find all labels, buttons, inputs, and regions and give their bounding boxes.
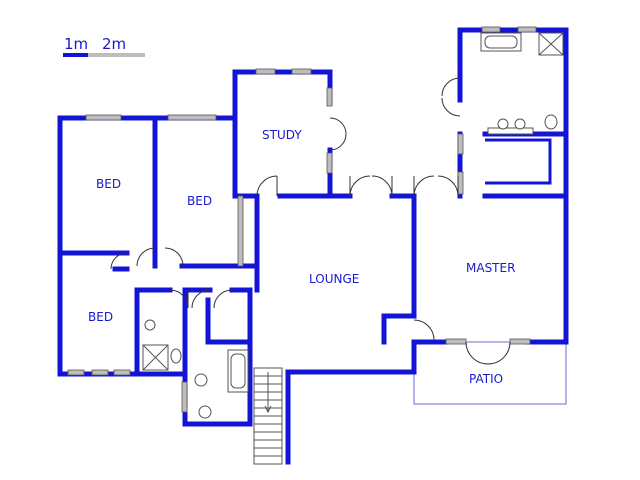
bathtub-basin <box>484 35 518 49</box>
window <box>445 338 467 345</box>
window <box>67 369 85 376</box>
basin <box>514 118 526 130</box>
room-label-lounge: LOUNGE <box>309 272 359 286</box>
window <box>85 114 122 121</box>
bathtub-basin <box>230 353 246 389</box>
doors <box>110 77 511 365</box>
basin <box>497 118 509 130</box>
window <box>326 87 333 107</box>
window <box>255 68 276 75</box>
window <box>113 369 131 376</box>
toilet <box>544 114 558 130</box>
toilet <box>170 348 182 364</box>
staircase <box>253 367 283 465</box>
window <box>91 369 109 376</box>
window <box>237 195 244 267</box>
window <box>181 381 188 413</box>
scale-bar: 1m 2m <box>63 35 145 57</box>
window <box>457 171 464 195</box>
window <box>167 114 217 121</box>
basin <box>144 319 156 331</box>
window <box>517 26 537 33</box>
window <box>326 152 333 174</box>
room-label-bed-1: BED <box>96 177 121 191</box>
room-label-study: STUDY <box>262 128 302 142</box>
walls <box>57 27 569 465</box>
window <box>457 133 464 155</box>
room-label-bed-3: BED <box>88 310 113 324</box>
toilet <box>194 373 208 387</box>
vanity <box>487 127 534 135</box>
basin <box>198 405 212 419</box>
bathroom-fixtures <box>142 32 564 419</box>
wardrobe-partition <box>485 138 552 185</box>
room-label-master: MASTER <box>466 261 515 275</box>
window <box>481 26 501 33</box>
room-label-patio: PATIO <box>469 372 503 386</box>
room-label-bed-2: BED <box>187 194 212 208</box>
scale-label-1m: 1m <box>64 35 88 53</box>
window <box>509 338 531 345</box>
scale-label-2m: 2m <box>102 35 126 53</box>
window <box>291 68 312 75</box>
windows <box>67 26 537 413</box>
